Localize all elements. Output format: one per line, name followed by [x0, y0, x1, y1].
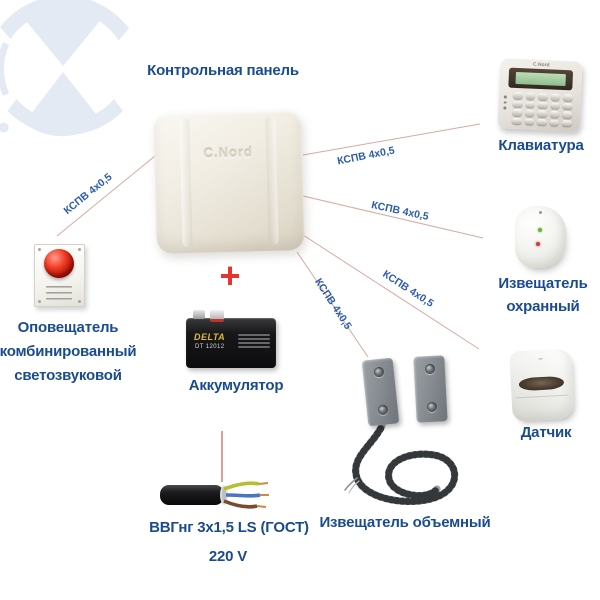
battery-label: Аккумулятор	[188, 377, 284, 394]
keyboard-lcd-screen	[515, 71, 566, 87]
cnord-logo-watermark	[0, 0, 129, 137]
plus-icon: +	[219, 255, 241, 296]
control-panel-device: C.Nord	[153, 109, 305, 254]
motion-sensor-device: ▪▪▪	[509, 348, 575, 422]
siren-device	[34, 244, 85, 307]
wire-line-keyboard	[302, 123, 481, 156]
page-title: Контрольная панель	[147, 62, 299, 79]
screw-hole	[424, 363, 435, 375]
siren-speaker-slot	[46, 298, 72, 300]
siren-speaker-slot	[46, 286, 72, 288]
panel-brand-emboss: C.Nord	[203, 144, 254, 161]
power-voltage-label: 220 V	[208, 548, 248, 565]
keyboard-leds	[503, 92, 507, 112]
armored-cable-coil	[344, 422, 459, 505]
keyboard-lcd-bezel	[508, 67, 574, 91]
siren-label: Оповещатель комбинированный светозвуково…	[0, 316, 168, 388]
security-detector-label-line2: охранный	[506, 298, 580, 315]
wire-line-volumetric	[296, 251, 369, 358]
security-detector-device	[515, 206, 566, 268]
detector-hole	[539, 211, 543, 214]
battery-model: DT 12012	[195, 344, 225, 350]
power-cable-label: ВВГнг 3х1,5 LS (ГОСТ)	[149, 519, 309, 536]
siren-red-dome	[44, 249, 74, 278]
siren-label-line3: светозвуковой	[14, 367, 122, 384]
battery-terminal	[210, 310, 224, 322]
siren-screw	[38, 248, 41, 251]
siren-screw	[38, 300, 41, 303]
battery-fineprint	[238, 332, 270, 350]
magnetic-contact-block	[413, 355, 448, 423]
panel-fold-line	[265, 115, 279, 245]
wire-line-siren	[56, 155, 156, 237]
security-detector-label: Извещатель охранный	[443, 272, 600, 318]
panel-fold-line	[179, 118, 193, 248]
battery-brand: DELTA	[194, 332, 226, 342]
siren-screw	[78, 248, 81, 251]
screw-hole	[376, 404, 388, 416]
siren-label-line1: Оповещатель	[17, 319, 119, 336]
wire-line-sensor	[302, 234, 480, 350]
screw-hole	[426, 401, 437, 413]
siren-screw	[78, 300, 81, 303]
battery-device: DELTA DT 12012	[186, 310, 276, 368]
keyboard-keys	[511, 91, 574, 127]
keyboard-label: Клавиатура	[498, 137, 584, 154]
detector-green-led	[538, 228, 543, 233]
volumetric-detector-label: Извещатель объемный	[319, 514, 491, 531]
battery-terminal	[193, 310, 205, 319]
keyboard-device: C.Nord	[497, 58, 583, 132]
security-detector-label-line1: Извещатель	[498, 275, 588, 292]
sensor-label: Датчик	[520, 424, 572, 441]
power-cable-graphic	[160, 481, 269, 509]
detector-red-led	[536, 241, 541, 246]
siren-speaker-slot	[46, 292, 72, 294]
siren-label-line2: комбинированный	[0, 343, 137, 360]
wire-line-detector	[302, 195, 484, 239]
screw-hole	[372, 366, 384, 378]
